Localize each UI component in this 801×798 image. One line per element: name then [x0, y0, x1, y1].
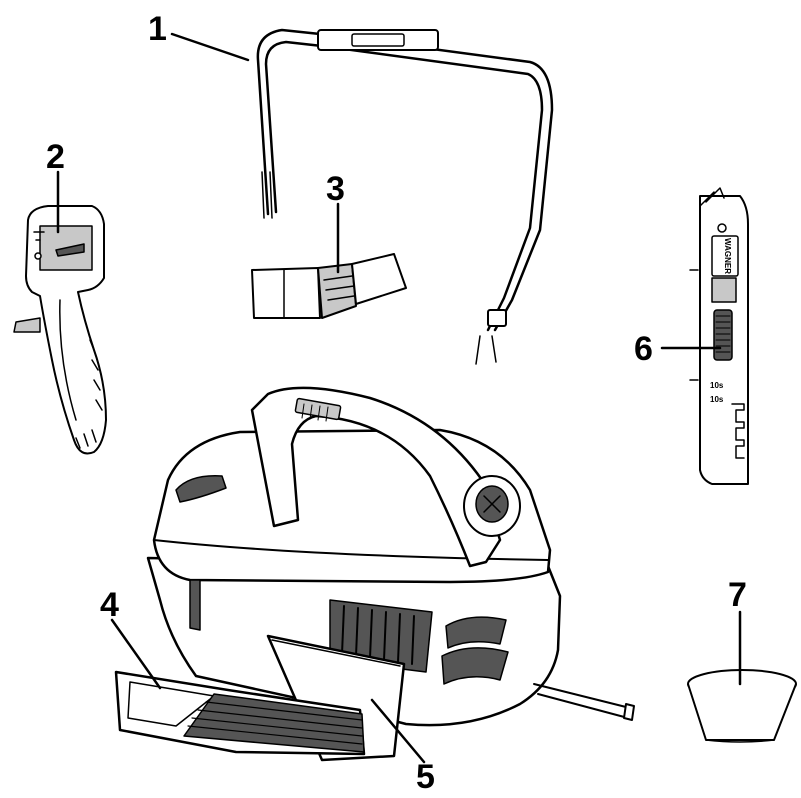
callout-2: 2 — [46, 138, 65, 176]
callout-1: 1 — [148, 10, 167, 48]
leader-5 — [370, 698, 426, 764]
callout-4: 4 — [100, 586, 119, 624]
callout-numbers: 1 2 3 4 5 6 7 — [46, 10, 747, 796]
leader-4 — [110, 618, 162, 690]
callout-3: 3 — [326, 170, 345, 208]
spray-gun — [13, 205, 107, 455]
callout-5: 5 — [416, 758, 435, 796]
callout-7: 7 — [728, 576, 747, 614]
mark-a: 10s — [710, 381, 724, 390]
brand-label: WAGNER — [723, 238, 732, 274]
air-filter-frame — [114, 670, 366, 756]
shoulder-strap — [256, 28, 554, 365]
viscosity-cup: WAGNER 10s 10s — [689, 187, 749, 485]
container — [687, 669, 797, 743]
hose-connector — [251, 253, 407, 319]
callout-6: 6 — [634, 330, 653, 368]
leader-1 — [170, 32, 250, 62]
mark-b: 10s — [710, 395, 724, 404]
leader-lines — [56, 32, 742, 764]
